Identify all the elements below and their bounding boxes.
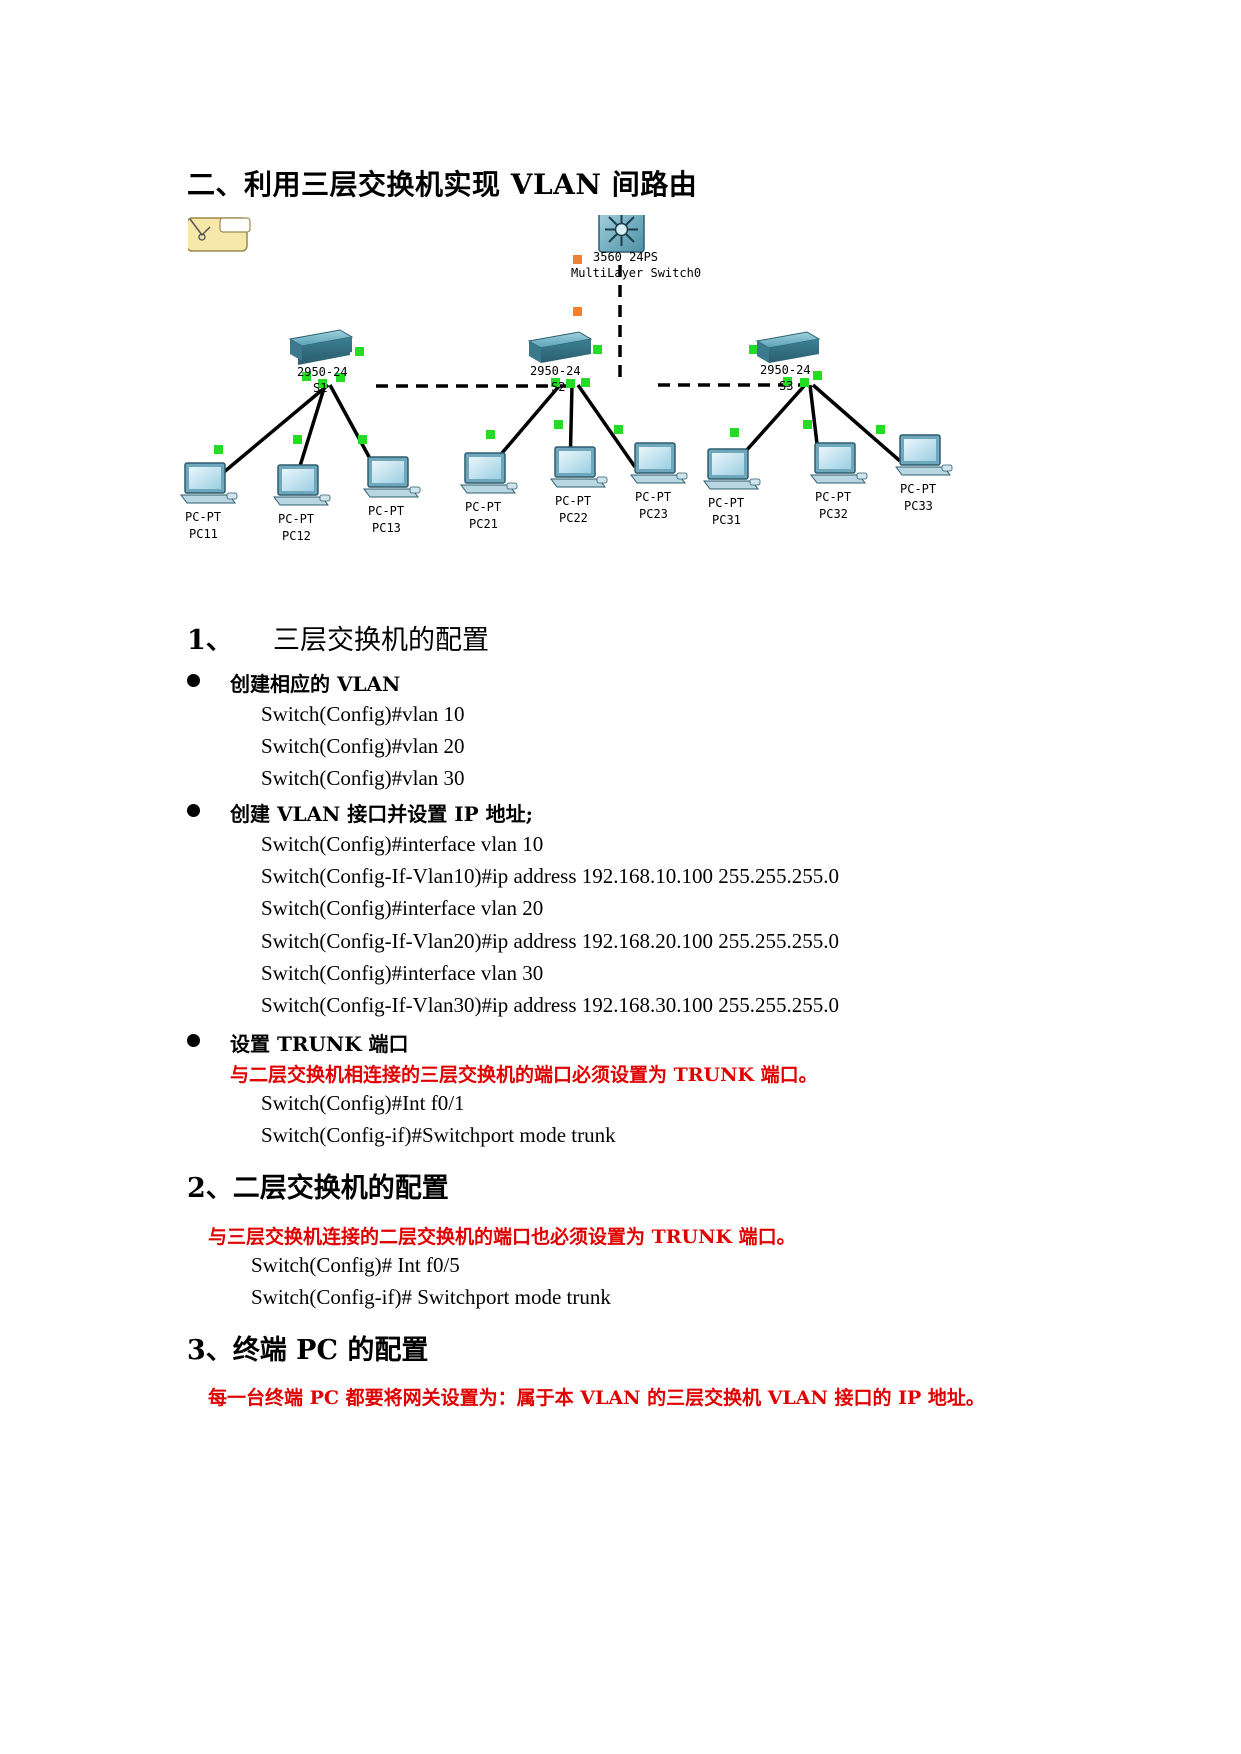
- port-indicator: [214, 445, 223, 454]
- pc-type-label: PC-PT: [368, 504, 404, 518]
- pc-type-label: PC-PT: [555, 494, 591, 508]
- bullet3-title: 设置 TRUNK 端口: [230, 1028, 409, 1057]
- network-topology-diagram: 3560 24PS MultiLayer Switch0 2950-24 S1 …: [180, 215, 1060, 595]
- port-indicator: [730, 428, 739, 437]
- port-indicator: [593, 345, 602, 354]
- pc-name-label: PC11: [189, 527, 218, 541]
- switch-s2-model: 2950-24: [530, 364, 581, 378]
- switch-s1-name: S1: [313, 381, 327, 395]
- pc-icon: PC-PT PC21: [461, 453, 517, 531]
- pc-icon: PC-PT PC12: [274, 465, 330, 543]
- port-indicator: [358, 435, 367, 444]
- pc-name-label: PC31: [712, 513, 741, 527]
- port-indicator: [803, 420, 812, 429]
- pc-icon: PC-PT PC32: [811, 443, 867, 521]
- bullet-dot: [187, 674, 200, 687]
- port-indicator: [573, 307, 582, 316]
- pc-type-label: PC-PT: [185, 510, 221, 524]
- toolbar-fragment-icon: [180, 215, 250, 255]
- port-indicator: [573, 255, 582, 264]
- code-line: Switch(Config)#interface vlan 10: [261, 832, 543, 857]
- page-title: 二、利用三层交换机实现 VLAN 间路由: [187, 163, 697, 203]
- port-indicator: [876, 425, 885, 434]
- code-line: Switch(Config)#vlan 30: [261, 766, 465, 791]
- trunk-note: 与二层交换机相连接的三层交换机的端口必须设置为 TRUNK 端口。: [230, 1060, 818, 1087]
- port-indicator: [486, 430, 495, 439]
- port-indicator: [355, 347, 364, 356]
- bullet2-title: 创建 VLAN 接口并设置 IP 地址;: [230, 798, 533, 827]
- multilayer-switch-icon: 3560 24PS MultiLayer Switch0: [571, 215, 701, 280]
- pc-name-label: PC13: [372, 521, 401, 535]
- port-indicator: [614, 425, 623, 434]
- multilayer-name-label: MultiLayer Switch0: [571, 266, 701, 280]
- switch-s3-model: 2950-24: [760, 363, 811, 377]
- pc-type-label: PC-PT: [465, 500, 501, 514]
- switch-s2-icon: [529, 332, 591, 363]
- switch-s1-icon: [290, 327, 352, 365]
- code-line: Switch(Config)#vlan 20: [261, 734, 465, 759]
- pc-icon: PC-PT PC23: [631, 443, 687, 521]
- code-line: Switch(Config-If-Vlan20)#ip address 192.…: [261, 929, 839, 954]
- pc-name-label: PC12: [282, 529, 311, 543]
- pc-name-label: PC33: [904, 499, 933, 513]
- switch-s3-name: S3: [779, 379, 793, 393]
- switch-s1-model: 2950-24: [297, 365, 348, 379]
- section3-note: 每一台终端 PC 都要将网关设置为：属于本 VLAN 的三层交换机 VLAN 接…: [208, 1383, 985, 1410]
- code-line: Switch(Config-if)#Switchport mode trunk: [261, 1123, 616, 1148]
- section2-heading: 2、二层交换机的配置: [187, 1166, 449, 1205]
- pc-name-label: PC22: [559, 511, 588, 525]
- pc-name-label: PC21: [469, 517, 498, 531]
- section3-heading: 3、终端 PC 的配置: [187, 1328, 428, 1367]
- pc-icon: PC-PT PC31: [704, 449, 760, 527]
- pc-type-label: PC-PT: [278, 512, 314, 526]
- pc-name-label: PC23: [639, 507, 668, 521]
- port-indicator: [749, 345, 758, 354]
- code-line: Switch(Config-If-Vlan10)#ip address 192.…: [261, 864, 839, 889]
- code-line: Switch(Config)#interface vlan 30: [261, 961, 543, 986]
- pc-icon: PC-PT PC11: [181, 463, 237, 541]
- port-indicator: [813, 371, 822, 380]
- pc-type-label: PC-PT: [708, 496, 744, 510]
- code-line: Switch(Config)#interface vlan 20: [261, 896, 543, 921]
- bullet1-title: 创建相应的 VLAN: [230, 668, 400, 697]
- multilayer-model-label: 3560 24PS: [593, 250, 658, 264]
- port-indicator: [293, 435, 302, 444]
- port-indicator: [554, 420, 563, 429]
- port-indicator: [566, 379, 575, 388]
- pc-name-label: PC32: [819, 507, 848, 521]
- pc-type-label: PC-PT: [635, 490, 671, 504]
- code-line: Switch(Config)# Int f0/5: [251, 1253, 460, 1278]
- pc-icon: PC-PT PC13: [364, 457, 420, 535]
- section1-number: 1、: [187, 618, 233, 657]
- pc-group: PC-PTPC11PC-PTPC12PC-PTPC13PC-PTPC21PC-P…: [181, 435, 952, 543]
- code-line: Switch(Config)#vlan 10: [261, 702, 465, 727]
- code-line: Switch(Config)#Int f0/1: [261, 1091, 465, 1116]
- pc-type-label: PC-PT: [815, 490, 851, 504]
- switch-s3-icon: [757, 332, 819, 363]
- port-indicator: [581, 378, 590, 387]
- code-line: Switch(Config-if)# Switchport mode trunk: [251, 1285, 611, 1310]
- section2-note: 与三层交换机连接的二层交换机的端口也必须设置为 TRUNK 端口。: [208, 1222, 796, 1249]
- pc-icon: PC-PT PC33: [896, 435, 952, 513]
- code-line: Switch(Config-If-Vlan30)#ip address 192.…: [261, 993, 839, 1018]
- bullet-dot: [187, 804, 200, 817]
- bullet-dot: [187, 1034, 200, 1047]
- pc-type-label: PC-PT: [900, 482, 936, 496]
- switch-s2-name: S2: [551, 380, 565, 394]
- port-indicator: [800, 378, 809, 387]
- pc-icon: PC-PT PC22: [551, 447, 607, 525]
- section1-heading: 三层交换机的配置: [273, 618, 489, 657]
